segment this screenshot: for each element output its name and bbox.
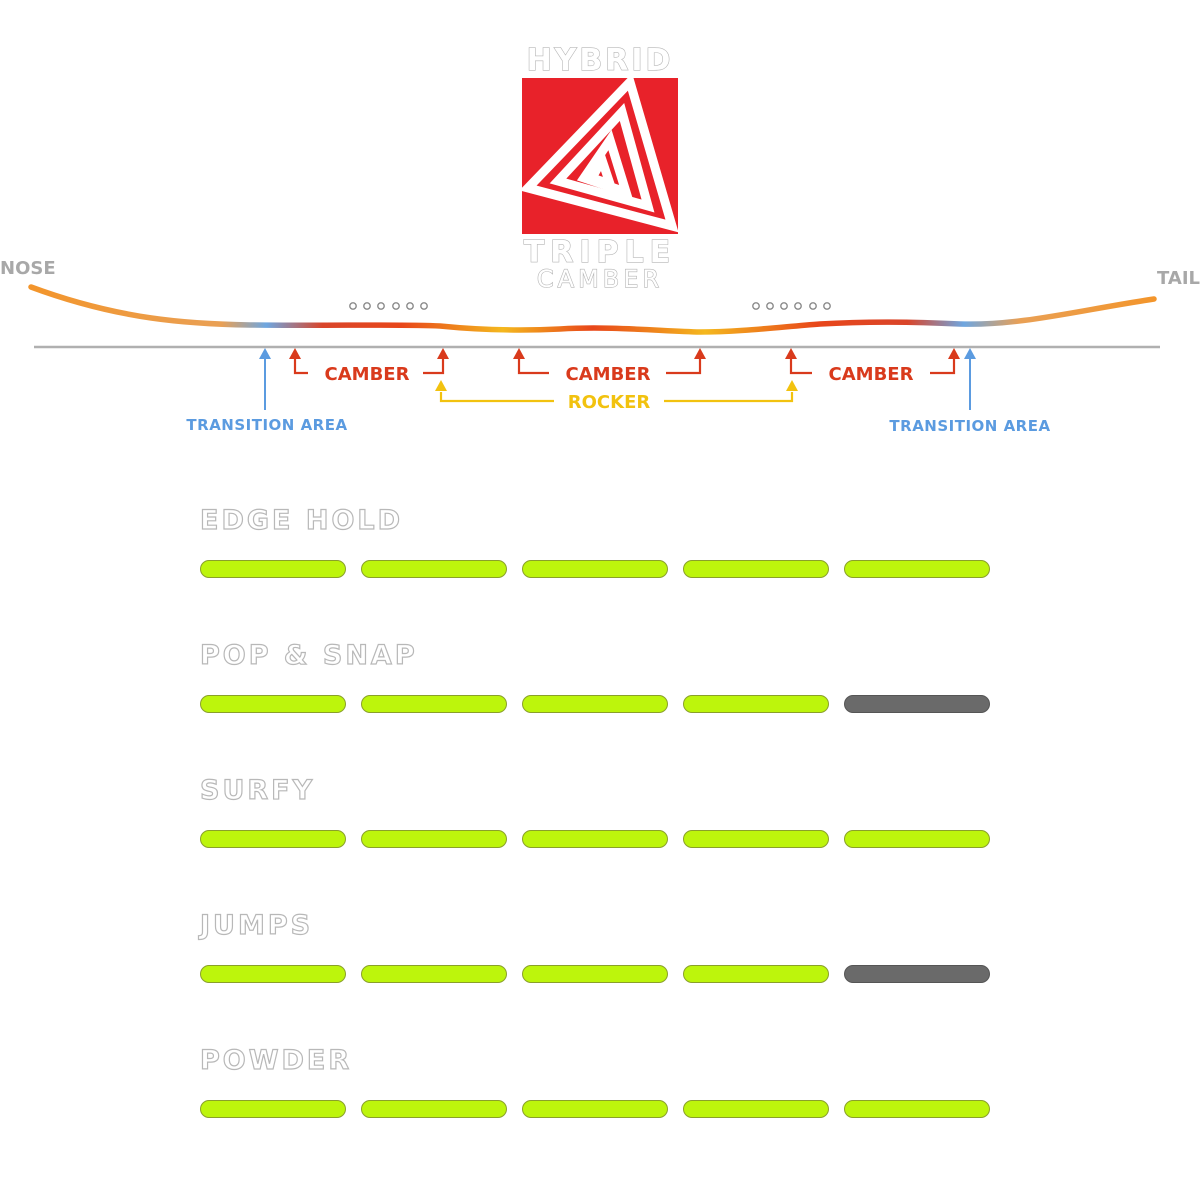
rating-bar-filled	[361, 1100, 507, 1118]
rating-label: SURFY	[199, 774, 316, 806]
rating-bar-filled	[683, 695, 829, 713]
rocker-bracket	[439, 392, 794, 403]
camber-label-center: CAMBER	[566, 364, 651, 385]
rating-bar-filled	[522, 1100, 668, 1118]
rating-bar-filled	[683, 1100, 829, 1118]
rating-bar-filled	[683, 830, 829, 848]
rating-jumps: JUMPS	[199, 909, 1000, 1045]
rating-bar-filled	[200, 830, 346, 848]
logo-bottom-text: CAMBER	[537, 265, 663, 293]
rocker-arrowheads	[435, 380, 798, 391]
rating-bar-filled	[522, 965, 668, 983]
rating-bars	[200, 965, 990, 983]
rating-bar-filled	[844, 560, 990, 578]
camber-bracket-left	[293, 356, 445, 375]
rating-bar-filled	[683, 965, 829, 983]
camber-profile-diagram: HYBRID TRIPLE CAMBER NOSE TAIL TRANSITIO…	[0, 42, 1200, 435]
rating-surfy: SURFY	[199, 774, 1000, 910]
rating-bar-filled	[200, 965, 346, 983]
rating-bar-filled	[522, 695, 668, 713]
rating-bar-filled	[683, 560, 829, 578]
camber-bracket-center	[517, 356, 702, 375]
rating-bar-filled	[522, 560, 668, 578]
rating-edge-hold: EDGE HOLD	[199, 504, 1000, 640]
rating-bars	[200, 830, 990, 848]
insert-holes-front	[349, 302, 428, 310]
camber-label-left: CAMBER	[325, 364, 410, 385]
rating-powder: POWDER	[199, 1044, 1000, 1180]
board-profile-line	[28, 284, 1157, 335]
rating-bar-filled	[844, 830, 990, 848]
rocker-label: ROCKER	[568, 392, 651, 413]
insert-holes-rear	[752, 302, 831, 310]
rating-label: POP & SNAP	[199, 639, 418, 671]
logo-middle-text: TRIPLE	[524, 235, 676, 270]
camber-arrowheads	[289, 348, 960, 359]
rating-bars	[200, 560, 990, 578]
logo-top-text: HYBRID	[527, 43, 674, 78]
transition-label-left: TRANSITION AREA	[186, 416, 347, 434]
rating-bar-filled	[361, 560, 507, 578]
rating-label: EDGE HOLD	[199, 504, 404, 536]
rating-bar-filled	[522, 830, 668, 848]
rating-bars	[200, 695, 990, 713]
camber-label-right: CAMBER	[829, 364, 914, 385]
rating-bar-filled	[361, 830, 507, 848]
rating-bars	[200, 1100, 990, 1118]
rating-bar-filled	[361, 965, 507, 983]
rating-bar-filled	[200, 1100, 346, 1118]
transition-arrow-right	[964, 348, 976, 410]
rating-label: JUMPS	[199, 909, 314, 941]
transition-arrow-left	[259, 348, 271, 410]
rating-bar-filled	[200, 695, 346, 713]
rating-bar-filled	[361, 695, 507, 713]
rating-bar-filled	[844, 1100, 990, 1118]
hybrid-triple-camber-logo: HYBRID TRIPLE CAMBER	[519, 42, 679, 294]
rating-pop-and-snap: POP & SNAP	[199, 639, 1000, 775]
rating-bar-empty	[844, 695, 990, 713]
triangle-logo-icon	[519, 73, 679, 233]
ratings-panel: EDGE HOLD POP & SNAP SURFY JUMPS POWDER	[199, 504, 1000, 1180]
tail-label: TAIL	[1157, 268, 1200, 289]
transition-label-right: TRANSITION AREA	[889, 417, 1050, 435]
rating-bar-filled	[200, 560, 346, 578]
rating-bar-empty	[844, 965, 990, 983]
nose-label: NOSE	[0, 258, 56, 279]
camber-bracket-right	[789, 356, 956, 375]
rating-label: POWDER	[199, 1044, 353, 1076]
